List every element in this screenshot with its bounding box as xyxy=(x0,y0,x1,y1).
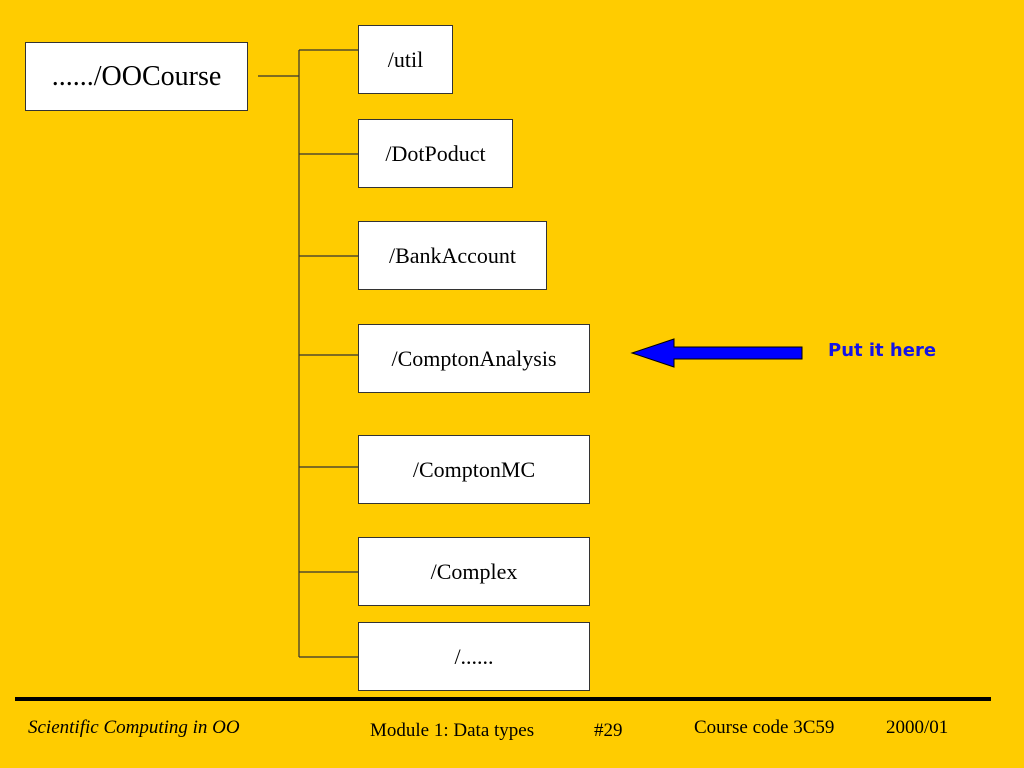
directory-label: /ComptonMC xyxy=(412,456,536,482)
footer-course-title: Scientific Computing in OO xyxy=(28,717,240,738)
footer-course-code: Course code 3C59 xyxy=(694,717,835,738)
pointer-arrow-icon xyxy=(630,338,803,368)
directory-box-util: /util xyxy=(358,25,453,94)
directory-box-comptonanalysis: /ComptonAnalysis xyxy=(358,324,590,393)
directory-box-comptonmc: /ComptonMC xyxy=(358,435,590,504)
footer-year: 2000/01 xyxy=(886,717,949,738)
directory-label: /BankAccount xyxy=(388,242,517,268)
directory-label: /DotPoduct xyxy=(385,140,486,166)
directory-box-dotpoduct: /DotPoduct xyxy=(358,119,513,188)
directory-label: /ComptonAnalysis xyxy=(391,345,557,371)
root-directory-label: ....../OOCourse xyxy=(51,60,222,92)
footer-slide-number: #29 xyxy=(594,720,623,741)
directory-label: /util xyxy=(387,46,424,72)
root-directory-box: ....../OOCourse xyxy=(25,42,248,111)
directory-box-bankaccount: /BankAccount xyxy=(358,221,547,290)
footer-divider xyxy=(15,697,991,701)
annotation-label: Put it here xyxy=(828,340,937,361)
directory-box-more: /...... xyxy=(358,622,590,691)
directory-label: /Complex xyxy=(430,558,518,584)
directory-label: /...... xyxy=(454,643,494,669)
footer-module: Module 1: Data types xyxy=(370,720,535,741)
directory-box-complex: /Complex xyxy=(358,537,590,606)
